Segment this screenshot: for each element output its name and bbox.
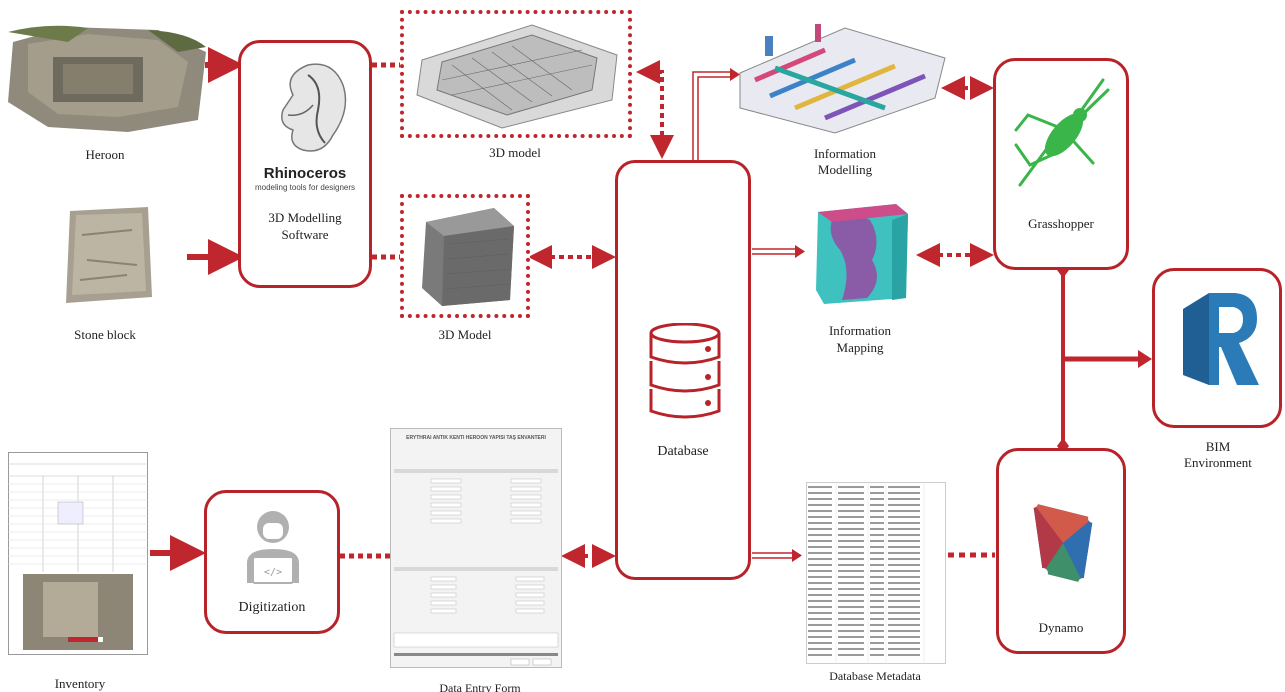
information-mapping-label-1: Information xyxy=(828,323,892,338)
model-top-label: 3D model xyxy=(489,145,541,160)
modelling-software-box: Rhinoceros modeling tools for designers … xyxy=(238,40,372,288)
arrowhead-metadata xyxy=(792,549,802,562)
information-modelling-label-2: Modelling xyxy=(817,162,873,177)
modelling-software-label-1: 3D Modelling xyxy=(268,210,342,225)
heroon-label: Heroon xyxy=(85,147,125,162)
database-label: Database xyxy=(657,444,709,459)
grasshopper-box: Grasshopper xyxy=(993,58,1129,270)
database-box: Database xyxy=(615,160,751,580)
dynamo-box: Dynamo xyxy=(996,448,1126,654)
arrowhead-info-modelling xyxy=(730,68,740,81)
heroon-photo xyxy=(8,25,206,132)
rhino-tagline: modeling tools for designers xyxy=(254,183,356,192)
line-db-info-modelling-b xyxy=(697,76,730,160)
digitization-box: </> Digitization xyxy=(204,490,340,634)
model-bottom-label: 3D Model xyxy=(438,327,492,342)
bim-environment-box xyxy=(1152,268,1282,428)
modelling-software-label-2: Software xyxy=(281,227,329,242)
database-metadata-label: Database Metadata xyxy=(829,669,921,683)
information-modelling-label-1: Information xyxy=(813,146,877,161)
svg-text:</>: </> xyxy=(264,567,282,578)
digitization-label: Digitization xyxy=(238,600,306,615)
grasshopper-icon xyxy=(1014,78,1110,187)
rhino-brand: Rhinoceros xyxy=(263,165,347,182)
stone-block-photo xyxy=(66,207,152,303)
stone-mesh-render xyxy=(422,208,514,306)
developer-icon: </> xyxy=(247,511,299,584)
bim-environment-label-1: BIM xyxy=(1205,439,1231,454)
dotted-model-top-database xyxy=(636,60,674,159)
database-cylinder-icon xyxy=(649,323,721,419)
model-bottom-box xyxy=(400,194,530,318)
form-fields xyxy=(393,469,559,666)
line-db-info-modelling-a xyxy=(692,71,730,160)
data-entry-form-label: Data Entry Form xyxy=(439,681,521,692)
inventory-label: Inventory xyxy=(54,676,106,691)
information-mapping-render xyxy=(816,204,908,304)
form-title: ERYTHRAI ANTİK KENTİ HEROON YAPISI TAŞ E… xyxy=(406,435,546,441)
dynamo-label: Dynamo xyxy=(1038,620,1084,635)
stone-block-label: Stone block xyxy=(74,327,136,342)
grasshopper-label: Grasshopper xyxy=(1028,216,1094,231)
information-modelling-render xyxy=(739,24,946,134)
data-entry-form-thumbnail: ERYTHRAI ANTİK KENTİ HEROON YAPISI TAŞ E… xyxy=(390,428,562,668)
information-mapping-label-2: Mapping xyxy=(836,340,884,355)
revit-icon xyxy=(1183,293,1259,385)
model-top-box xyxy=(400,10,632,138)
building-wireframe-render xyxy=(416,24,618,129)
rhino-icon xyxy=(281,63,347,152)
bim-environment-label-2: Environment xyxy=(1184,455,1252,470)
inventory-sheet xyxy=(8,452,148,655)
arrowhead-info-mapping xyxy=(795,245,805,258)
database-metadata-table xyxy=(806,482,946,664)
dynamo-icon xyxy=(1028,498,1098,588)
